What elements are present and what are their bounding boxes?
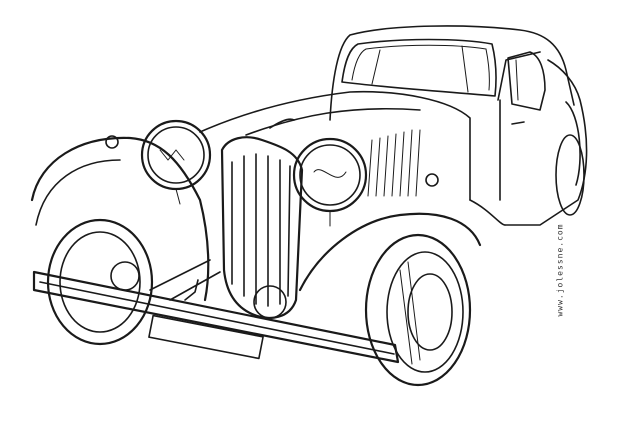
car-grille bbox=[220, 136, 304, 319]
watermark-text: www.jolessne.com bbox=[555, 223, 565, 317]
front-right-fender bbox=[298, 199, 506, 292]
front-axle bbox=[149, 259, 221, 301]
car-hood bbox=[199, 90, 471, 201]
right-headlight bbox=[292, 137, 368, 227]
fog-lamp bbox=[110, 261, 140, 291]
tow-hook bbox=[184, 279, 199, 301]
side-lamp-left bbox=[105, 135, 119, 149]
rear-wheel bbox=[555, 134, 585, 216]
side-lamp-right bbox=[425, 173, 439, 187]
front-bumper bbox=[32, 270, 400, 364]
center-lamp bbox=[253, 285, 287, 319]
left-headlight bbox=[140, 119, 212, 205]
car-cabin bbox=[329, 25, 588, 226]
front-left-fender bbox=[30, 136, 210, 302]
license-plate bbox=[148, 314, 264, 360]
front-left-wheel bbox=[46, 218, 154, 346]
front-right-wheel bbox=[364, 233, 472, 387]
